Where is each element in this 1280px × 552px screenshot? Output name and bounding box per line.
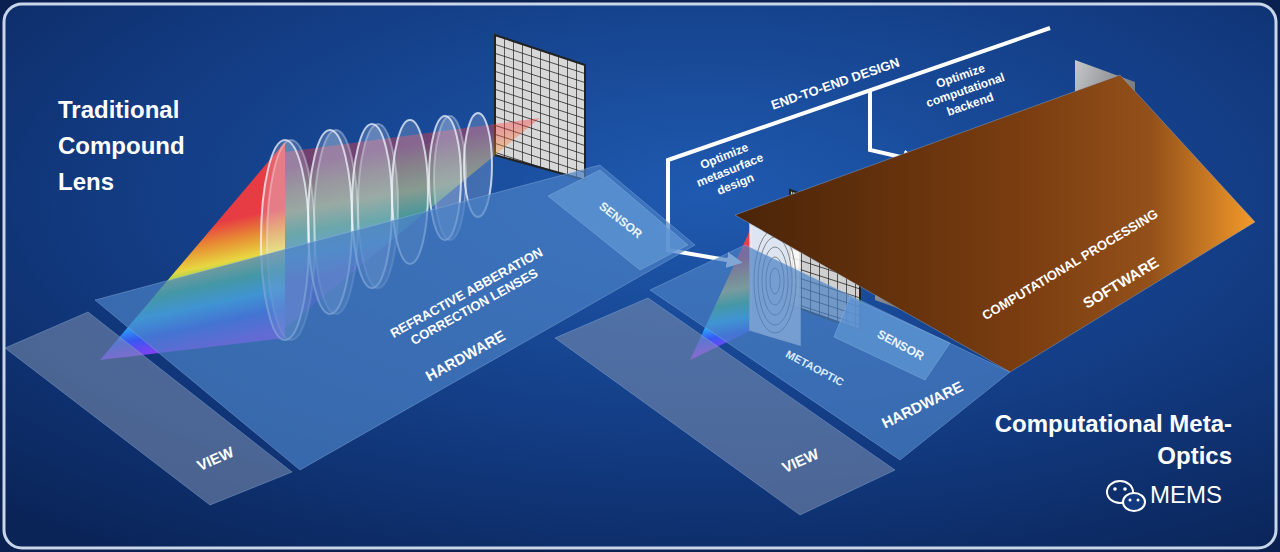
- panel-heading: Computational Meta-Optics: [992, 408, 1232, 472]
- sensor-grid: [495, 35, 585, 180]
- dot: [1137, 499, 1140, 502]
- arrow-label: Optimize metasurface design: [683, 133, 778, 206]
- dot: [1129, 499, 1132, 502]
- arrow-label: END-TO-END DESIGN: [769, 54, 902, 113]
- panel-heading: Traditional Compound Lens: [58, 92, 223, 200]
- band-outline: [548, 170, 688, 270]
- sensor-region: SENSOR: [548, 170, 688, 270]
- watermark: MEMS: [1150, 480, 1222, 510]
- wechat-icon: [1107, 481, 1145, 511]
- arrow-label: Optimize computational backend: [908, 52, 1022, 129]
- sensor-region: SENSOR: [834, 297, 950, 380]
- band-outline: [5, 312, 292, 505]
- part-label: METAOPTIC: [783, 347, 846, 389]
- view-band: VIEW: [555, 298, 895, 515]
- feedback-arrow: [870, 91, 914, 160]
- band-shape: [5, 312, 292, 505]
- bubble: [1123, 493, 1145, 511]
- dot: [1113, 487, 1117, 491]
- band-outline: [555, 298, 895, 515]
- panel-frame: [4, 4, 1276, 548]
- dot: [1123, 487, 1127, 491]
- band-shape: [555, 298, 895, 515]
- sensor-pixels: [495, 35, 585, 180]
- sensor-chip: [495, 35, 585, 180]
- view-band: VIEW: [5, 312, 292, 505]
- band-outline: [834, 297, 950, 380]
- bubble: [1107, 481, 1133, 503]
